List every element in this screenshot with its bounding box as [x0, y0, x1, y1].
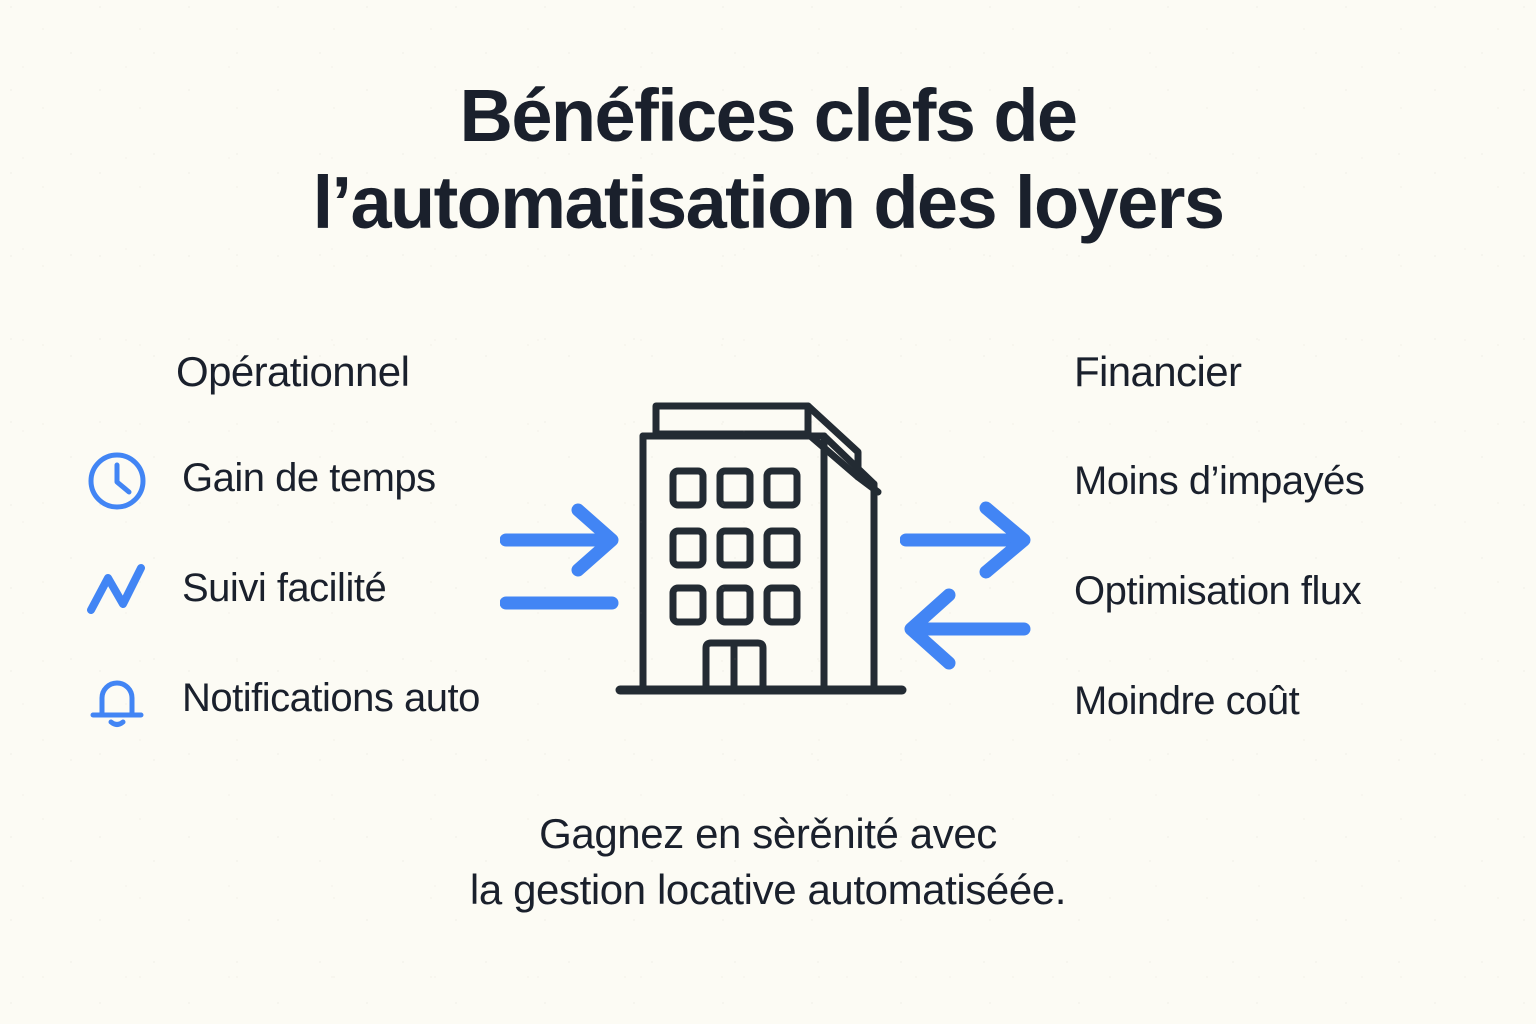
list-item: Suivi facilité — [86, 560, 556, 670]
list-item-label: Gain de temps — [182, 456, 436, 500]
arrow-left-inbound-icon — [499, 500, 625, 585]
list-item-label: Moindre coût — [1074, 679, 1300, 723]
caption-text: Gagnez en sèrěnité avec la gestion locat… — [469, 810, 1067, 913]
bell-icon — [86, 670, 148, 732]
list-item-label: Optimisation flux — [1074, 569, 1362, 613]
trend-line-icon — [86, 560, 148, 622]
list-item-label: Suivi facilité — [182, 566, 387, 610]
operational-benefit-list: Gain de temps Suivi facilité Notificatio… — [86, 450, 556, 780]
list-item-label: Moins d’impayés — [1074, 459, 1365, 503]
column-heading-financial: Financier — [1074, 348, 1242, 395]
apartment-building-illustration — [612, 392, 922, 717]
clock-icon — [86, 450, 148, 512]
arrow-right-inbound-icon — [900, 585, 1035, 675]
list-item: Moindre coût — [1074, 670, 1494, 780]
financial-benefit-list: Moins d’impayés Optimisation flux Moindr… — [1074, 450, 1494, 780]
list-item: Notifications auto — [86, 670, 556, 780]
list-item: Optimisation flux — [1074, 560, 1494, 670]
column-heading-operational: Opérationnel — [176, 348, 410, 395]
list-item: Gain de temps — [86, 450, 556, 560]
page-title: Bénéfices clefs de l’automatisation des … — [312, 74, 1225, 245]
list-item: Moins d’impayés — [1074, 450, 1494, 560]
list-item-label: Notifications auto — [182, 676, 480, 720]
arrow-left-line-icon — [499, 590, 625, 621]
arrow-right-outbound-icon — [899, 500, 1035, 585]
